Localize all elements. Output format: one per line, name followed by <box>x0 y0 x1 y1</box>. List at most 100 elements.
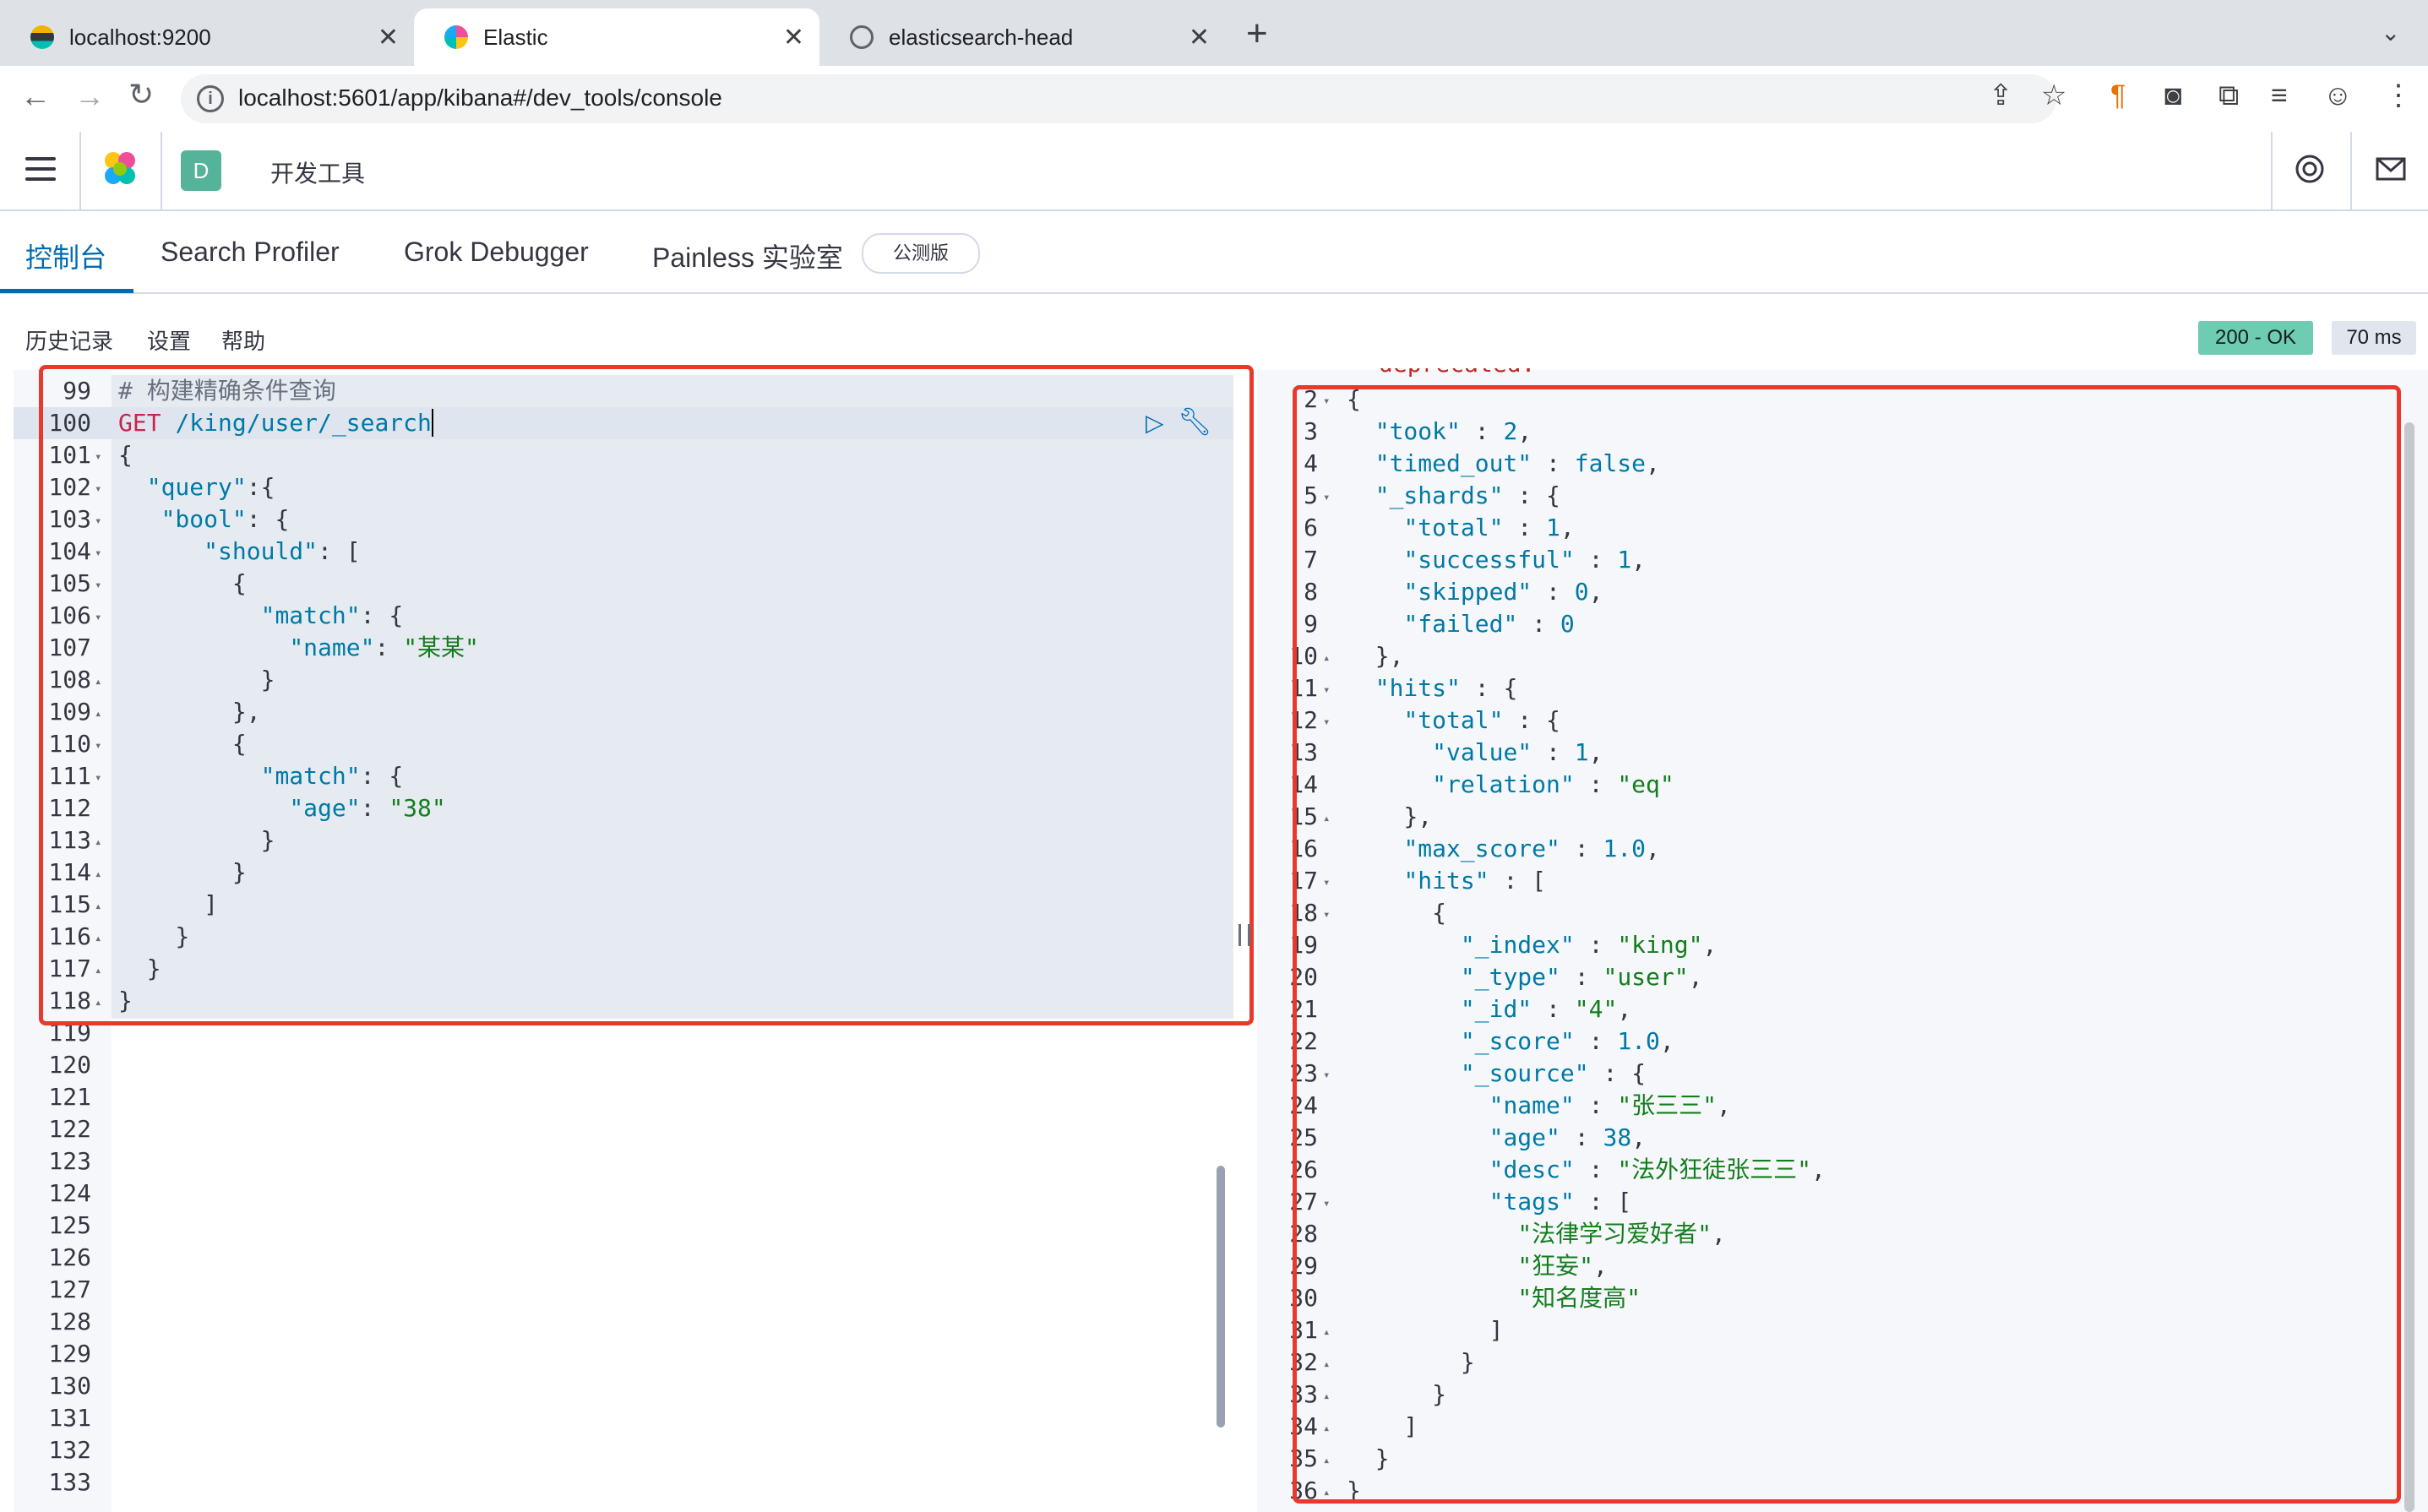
editor-line-number: 120 <box>48 1051 91 1079</box>
output-code-line: "relation" : "eq" <box>1432 770 1674 798</box>
browser-menu-icon[interactable]: ⋮ <box>2384 79 2413 111</box>
output-line-number: 6 <box>1304 514 1318 541</box>
output-code-line: "skipped" : 0, <box>1403 578 1603 606</box>
fold-toggle-icon[interactable]: ▴ <box>95 964 102 977</box>
space-avatar[interactable]: D <box>181 150 221 191</box>
fold-toggle-icon[interactable]: ▾ <box>95 482 102 496</box>
fold-toggle-icon[interactable]: ▴ <box>1323 812 1331 825</box>
editor-line-number: 107 <box>48 634 91 661</box>
forward-arrow-icon[interactable]: → <box>74 79 105 113</box>
response-output-pane[interactable] <box>1257 370 2428 1512</box>
address-bar[interactable] <box>181 74 2056 123</box>
fold-toggle-icon[interactable]: ▴ <box>1323 1454 1331 1467</box>
editor-code-line[interactable]: } <box>118 987 133 1014</box>
tab-search-chevron-icon[interactable]: ⌄ <box>2381 19 2401 46</box>
close-tab-icon[interactable]: ✕ <box>782 23 804 52</box>
editor-code-line[interactable]: } <box>231 858 247 886</box>
fold-toggle-icon[interactable]: ▾ <box>1323 491 1331 504</box>
new-tab-plus-icon[interactable]: + <box>1246 13 1268 54</box>
site-info-icon[interactable]: i <box>197 85 224 112</box>
browser-tab-elastic[interactable]: Elastic ✕ <box>414 8 819 66</box>
editor-scrollbar[interactable] <box>1217 1166 1225 1428</box>
back-arrow-icon[interactable]: ← <box>20 79 51 113</box>
url-text[interactable]: localhost:5601/app/kibana#/dev_tools/con… <box>238 84 722 111</box>
extensions-puzzle-icon[interactable]: ⧉ <box>2218 79 2240 111</box>
editor-code-line[interactable]: "query":{ <box>146 473 275 501</box>
editor-code-line[interactable]: "bool": { <box>161 505 290 533</box>
output-code-line: ] <box>1489 1316 1504 1344</box>
fold-toggle-icon[interactable]: ▴ <box>1323 1390 1331 1403</box>
fold-toggle-icon[interactable]: ▾ <box>1323 683 1331 697</box>
output-scrollbar[interactable] <box>2404 422 2414 1512</box>
tab-painless-lab[interactable]: Painless 实验室 <box>652 242 843 273</box>
fold-toggle-icon[interactable]: ▾ <box>1323 715 1331 729</box>
fold-toggle-icon[interactable]: ▴ <box>1323 651 1331 665</box>
fold-toggle-icon[interactable]: ▴ <box>1323 1486 1331 1499</box>
settings-link[interactable]: 设置 <box>147 329 192 354</box>
close-tab-icon[interactable]: ✕ <box>377 23 399 52</box>
fold-toggle-icon[interactable]: ▴ <box>95 835 102 849</box>
fold-toggle-icon[interactable]: ▾ <box>1323 1069 1331 1082</box>
fold-toggle-icon[interactable]: ▴ <box>1323 1422 1331 1435</box>
reload-icon[interactable]: ↻ <box>128 77 155 111</box>
editor-code-line[interactable]: } <box>175 922 190 950</box>
fold-toggle-icon[interactable]: ▾ <box>95 514 102 528</box>
editor-code-line[interactable]: # 构建精确条件查询 <box>118 377 336 405</box>
fold-toggle-icon[interactable]: ▴ <box>95 932 102 945</box>
fold-toggle-icon[interactable]: ▴ <box>95 900 102 913</box>
fold-toggle-icon[interactable]: ▴ <box>95 867 102 881</box>
help-link[interactable]: 帮助 <box>221 329 266 354</box>
editor-code-line[interactable]: { <box>231 730 247 758</box>
tab-grok-debugger[interactable]: Grok Debugger <box>404 237 589 267</box>
reading-list-icon[interactable]: ≡ <box>2271 79 2288 111</box>
editor-code-line[interactable]: "age": "38" <box>289 794 446 822</box>
fold-toggle-icon[interactable]: ▾ <box>95 579 102 592</box>
fold-toggle-icon[interactable]: ▾ <box>1323 876 1331 889</box>
elastic-logo-icon[interactable] <box>100 149 140 189</box>
editor-code-line[interactable]: { <box>231 569 247 597</box>
fold-toggle-icon[interactable]: ▾ <box>1323 908 1331 922</box>
profile-avatar-icon[interactable]: ☺ <box>2323 79 2353 111</box>
editor-code-line[interactable]: "name": "某某" <box>289 634 479 661</box>
wrench-actions-icon[interactable]: 🔧︎ <box>1178 406 1212 437</box>
send-request-play-icon[interactable]: ▷ <box>1146 410 1164 436</box>
extension-mask-icon[interactable]: ◙ <box>2164 79 2182 111</box>
fold-toggle-icon[interactable]: ▾ <box>95 450 102 464</box>
output-code-line: "tags" : [ <box>1489 1188 1632 1216</box>
fold-toggle-icon[interactable]: ▾ <box>1323 1197 1331 1210</box>
fold-toggle-icon[interactable]: ▾ <box>1323 394 1331 408</box>
editor-code-line[interactable]: "match": { <box>260 762 404 790</box>
browser-tab-localhost-9200[interactable]: localhost:9200 ✕ <box>0 8 414 66</box>
tab-search-profiler[interactable]: Search Profiler <box>161 237 340 267</box>
editor-code-line[interactable]: { <box>118 441 133 469</box>
editor-code-line[interactable]: } <box>260 666 275 693</box>
editor-code-line[interactable]: }, <box>231 698 261 726</box>
help-lifebuoy-icon[interactable] <box>2295 154 2325 184</box>
fold-toggle-icon[interactable]: ▴ <box>1323 1357 1331 1371</box>
editor-code-line[interactable]: "should": [ <box>204 537 361 565</box>
pane-resize-handle[interactable] <box>1238 924 1250 946</box>
fold-toggle-icon[interactable]: ▴ <box>95 996 102 1009</box>
browser-tab-elasticsearch-head[interactable]: elasticsearch-head ✕ <box>819 8 1225 66</box>
fold-toggle-icon[interactable]: ▾ <box>95 771 102 785</box>
editor-code-line[interactable]: GET /king/user/_search <box>118 409 433 437</box>
fold-toggle-icon[interactable]: ▾ <box>95 611 102 624</box>
close-tab-icon[interactable]: ✕ <box>1188 23 1210 52</box>
fold-toggle-icon[interactable]: ▴ <box>95 707 102 721</box>
output-code-line: "狂妄", <box>1517 1252 1608 1280</box>
fold-toggle-icon[interactable]: ▴ <box>1323 1325 1331 1339</box>
share-icon[interactable]: ⇪ <box>1989 79 2013 111</box>
fold-toggle-icon[interactable]: ▾ <box>95 547 102 560</box>
editor-code-line[interactable]: } <box>260 826 275 854</box>
editor-code-line[interactable]: "match": { <box>260 601 404 629</box>
editor-code-line[interactable]: ] <box>204 890 219 918</box>
bookmark-star-icon[interactable]: ☆ <box>2041 79 2067 111</box>
hamburger-menu-icon[interactable] <box>25 157 56 181</box>
fold-toggle-icon[interactable]: ▴ <box>95 675 102 688</box>
extension-pilcrow-icon[interactable]: ¶ <box>2110 79 2126 111</box>
fold-toggle-icon[interactable]: ▾ <box>95 739 102 753</box>
newsfeed-mail-icon[interactable] <box>2376 157 2406 181</box>
tab-console[interactable]: 控制台 <box>25 242 107 273</box>
editor-code-line[interactable]: } <box>146 955 161 982</box>
history-link[interactable]: 历史记录 <box>25 329 114 354</box>
